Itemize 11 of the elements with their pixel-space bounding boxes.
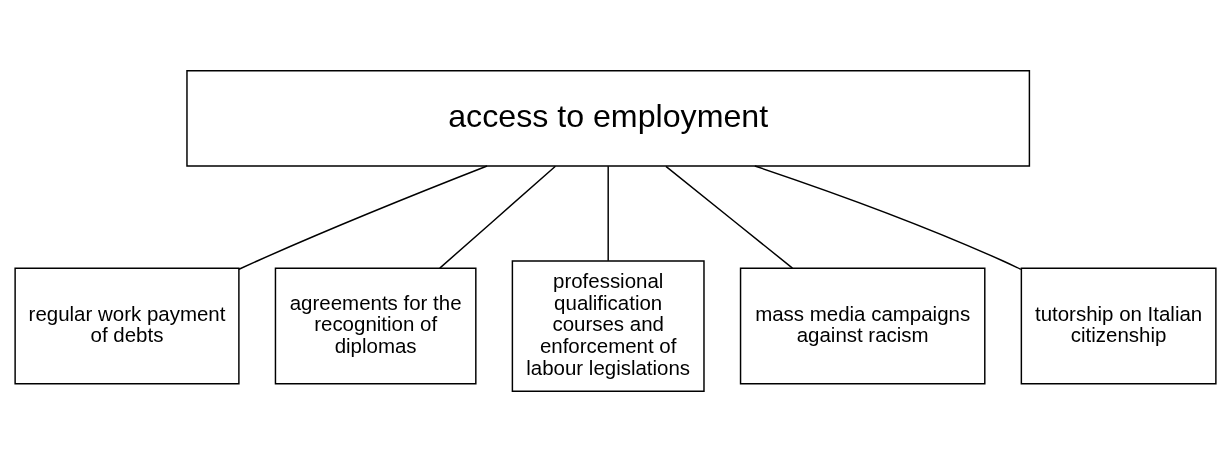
connector	[439, 165, 557, 269]
node-box: professional qualification courses and enforcement of labour legislations	[511, 260, 705, 392]
node-box: agreements for the recognition of diplomas	[274, 267, 477, 385]
connector	[754, 165, 1022, 271]
node-box: regular work payment of debts	[14, 267, 240, 385]
connector	[607, 165, 609, 262]
node-box: access to employment	[186, 70, 1031, 167]
node-box: mass media campaigns against racism	[739, 267, 986, 385]
node-box: tutorship on Italian citizenship	[1020, 267, 1217, 385]
connector	[238, 165, 488, 270]
connector	[665, 165, 794, 269]
